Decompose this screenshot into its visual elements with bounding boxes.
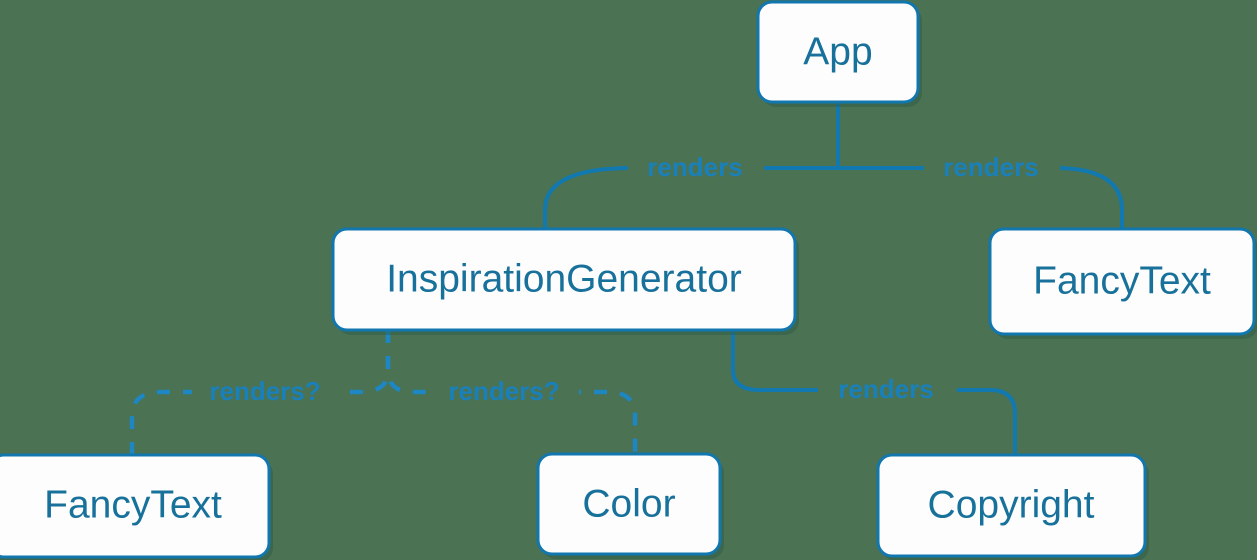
node-color-label: Color	[582, 482, 675, 525]
node-color[interactable]: Color	[536, 452, 724, 559]
edge-label-bg-inspirationgenerator-copyright	[818, 374, 957, 407]
edge-label-inspirationgenerator-to-copyright: renders	[838, 374, 933, 404]
edge-label-bg-inspirationgenerator-fancytext	[192, 376, 340, 409]
node-fancytext-bottom-box[interactable]	[0, 453, 271, 559]
node-inspirationgenerator-label: InspirationGenerator	[386, 257, 742, 300]
edge-inspirationgenerator-to-color	[385, 330, 440, 395]
node-app-box[interactable]	[756, 0, 920, 104]
node-fancytext-bottom-label: FancyText	[44, 483, 222, 526]
node-inspirationgenerator-box[interactable]	[331, 227, 797, 332]
node-fancytext-right-box[interactable]	[988, 227, 1256, 336]
edge-color-drop	[568, 389, 638, 454]
node-app-label: App	[803, 30, 872, 73]
edge-label-inspirationgenerator-to-fancytext-bottom: renders?	[209, 376, 320, 406]
node-copyright-label: Copyright	[928, 483, 1095, 526]
node-inspirationgenerator[interactable]: InspirationGenerator	[331, 227, 799, 335]
edge-fancytext-bottom-drop	[129, 389, 196, 455]
edge-copyright-drop	[955, 388, 1017, 455]
edge-label-bg-app-fancytext	[924, 152, 1060, 185]
edge-label-group: renders renders renders? renders? render…	[192, 152, 1060, 409]
edge-inspirationgenerator-to-fancytext-bottom	[330, 330, 391, 395]
node-fancytext-bottom[interactable]: FancyText	[0, 453, 273, 560]
edge-label-app-to-fancytext-right: renders	[943, 152, 1038, 182]
node-copyright[interactable]: Copyright	[876, 453, 1149, 560]
edge-label-inspirationgenerator-to-color: renders?	[448, 376, 559, 406]
edge-app-to-inspirationgenerator	[543, 166, 838, 229]
node-copyright-box[interactable]	[876, 453, 1147, 558]
edge-label-bg-app-inspirationgenerator	[628, 152, 764, 185]
edge-label-app-to-inspirationgenerator: renders	[647, 152, 742, 182]
node-app[interactable]: App	[756, 0, 922, 107]
node-fancytext-right-label: FancyText	[1033, 259, 1211, 302]
node-color-box[interactable]	[536, 452, 722, 556]
node-fancytext-right[interactable]: FancyText	[988, 227, 1257, 339]
edge-inspirationgenerator-to-copyright	[731, 330, 820, 392]
edge-label-bg-inspirationgenerator-color	[431, 376, 579, 409]
